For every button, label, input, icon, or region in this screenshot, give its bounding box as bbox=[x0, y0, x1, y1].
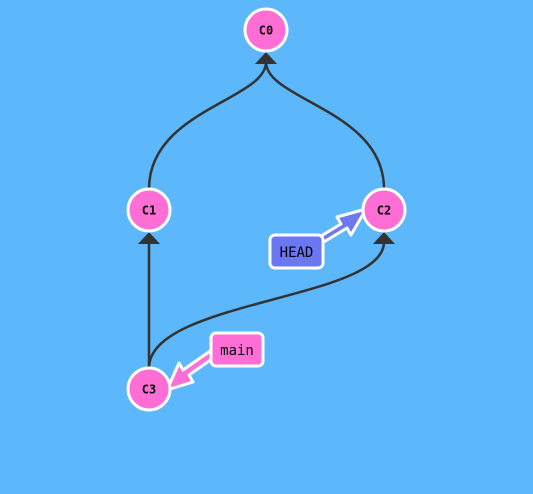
main-branch-text: main bbox=[220, 343, 254, 359]
commits-layer: C0 C1 C2 C3 bbox=[126, 7, 407, 412]
ref-arrows-layer bbox=[165, 207, 368, 392]
edge-c3-c2 bbox=[147, 241, 386, 369]
commit-label-c1: C1 bbox=[142, 204, 156, 218]
commit-node-c3[interactable]: C3 bbox=[126, 366, 172, 412]
main-branch-label[interactable]: main bbox=[209, 331, 265, 368]
refs-layer: HEAD main bbox=[209, 233, 325, 368]
main-ref-arrow bbox=[165, 347, 221, 392]
edge-c1-c0 bbox=[147, 61, 268, 190]
arrowhead-c2-icon bbox=[373, 232, 395, 244]
head-ref-label[interactable]: HEAD bbox=[268, 233, 325, 270]
arrowhead-c1-icon bbox=[138, 232, 160, 244]
commit-label-c3: C3 bbox=[142, 383, 156, 397]
commit-label-c2: C2 bbox=[377, 204, 391, 218]
commit-node-c2[interactable]: C2 bbox=[361, 187, 407, 233]
commit-node-c1[interactable]: C1 bbox=[126, 187, 172, 233]
head-ref-text: HEAD bbox=[280, 245, 314, 261]
commit-node-c0[interactable]: C0 bbox=[243, 7, 289, 53]
edges-layer bbox=[138, 52, 395, 369]
arrowhead-c0-icon bbox=[255, 52, 277, 64]
edge-c2-c0 bbox=[264, 61, 386, 190]
commit-label-c0: C0 bbox=[259, 24, 273, 38]
